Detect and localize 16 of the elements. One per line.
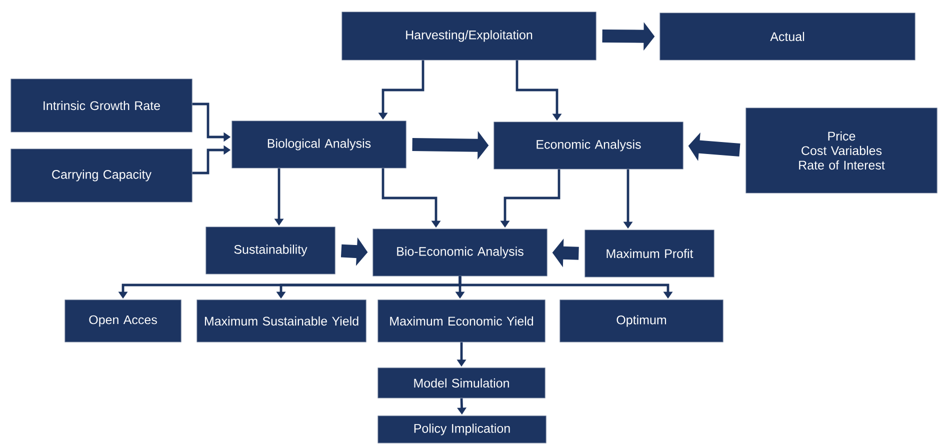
process-box: Biological Analysis [232, 120, 406, 168]
process-box: Bio-Economic Analysis [372, 228, 548, 276]
process-box: Maximum Economic Yield [378, 300, 546, 342]
process-box: Carrying Capacity [10, 148, 192, 202]
process-box: Open Acces [64, 300, 182, 342]
process-box: Actual [660, 12, 916, 60]
process-box: Price Cost Variables Rate of Interest [746, 108, 938, 194]
process-box: Economic Analysis [494, 122, 684, 170]
process-box: Intrinsic Growth Rate [10, 78, 192, 132]
process-box: Maximum Profit [584, 230, 714, 278]
process-box: Sustainability [206, 226, 336, 274]
process-box: Policy Implication [378, 416, 546, 444]
process-box: Harvesting/Exploitation [342, 12, 596, 60]
process-box: Optimum [560, 300, 724, 342]
process-box: Model Simulation [378, 368, 546, 398]
process-box: Maximum Sustainable Yield [196, 300, 366, 342]
